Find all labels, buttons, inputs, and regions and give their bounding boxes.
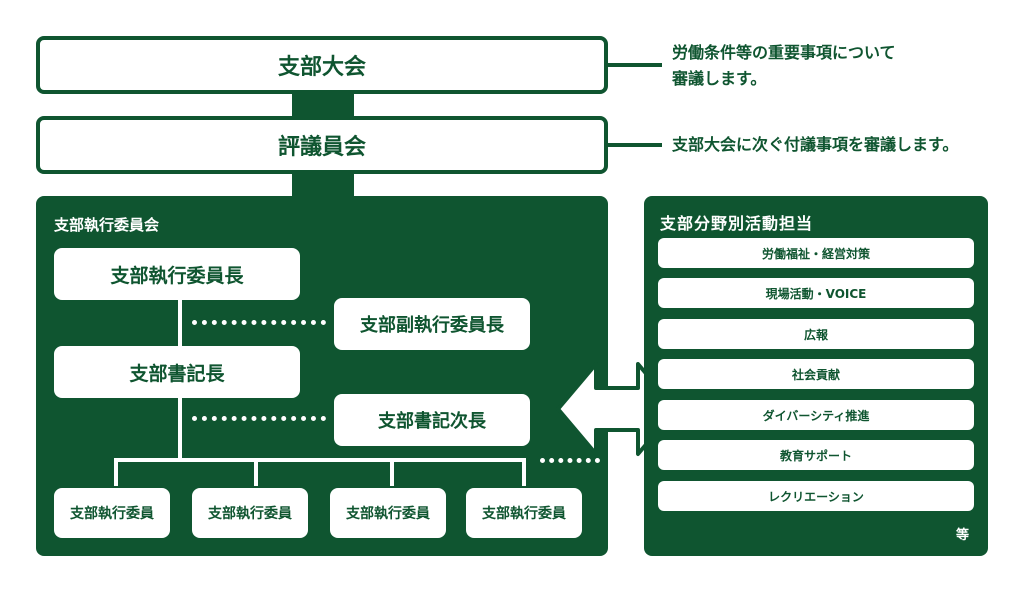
- activity-item-label: 社会貢献: [791, 367, 840, 382]
- member-drop-line-4: [522, 458, 526, 486]
- council-box: 評議員会: [36, 116, 608, 174]
- deputy-secretary-label: 支部書記次長: [378, 411, 486, 432]
- council-note-connector: [608, 143, 662, 147]
- branch-convention-note: 労働条件等の重要事項について 審議します。: [672, 40, 972, 92]
- member-label: 支部執行委員: [346, 506, 430, 522]
- members-bar-line: [114, 458, 526, 462]
- vice-chair-dotted-connector: [192, 320, 326, 325]
- member-box: 支部執行委員: [54, 488, 170, 538]
- member-box: 支部執行委員: [330, 488, 446, 538]
- activity-item: 広報: [658, 319, 974, 349]
- activity-item: 社会貢献: [658, 359, 974, 389]
- activities-dotted-connector: [540, 458, 600, 463]
- chair-label: 支部執行委員長: [110, 264, 244, 287]
- branch-convention-box: 支部大会: [36, 36, 608, 94]
- activity-item-label: 現場活動・VOICE: [765, 286, 867, 301]
- secretary-general-label: 支部書記長: [129, 362, 225, 385]
- convention-council-connector: [292, 94, 354, 116]
- member-drop-line-2: [254, 458, 258, 486]
- activity-item: 教育サポート: [658, 440, 974, 470]
- member-box: 支部執行委員: [192, 488, 308, 538]
- deputy-secretary-box: 支部書記次長: [334, 394, 530, 446]
- activity-item-label: 労働福祉・経営対策: [761, 246, 870, 261]
- branch-convention-label: 支部大会: [277, 55, 366, 80]
- executive-committee-title: 支部執行委員会: [54, 216, 160, 234]
- deputy-secretary-dotted-connector: [192, 416, 326, 421]
- vice-chair-label: 支部副執行委員長: [360, 315, 504, 336]
- member-label: 支部執行委員: [208, 506, 292, 522]
- activity-item-label: 広報: [803, 327, 828, 342]
- activity-item: 現場活動・VOICE: [658, 278, 974, 308]
- member-label: 支部執行委員: [482, 506, 566, 522]
- branch-convention-note-line2: 審議します。: [672, 69, 767, 88]
- activity-item: 労働福祉・経営対策: [658, 238, 974, 268]
- member-drop-line-1: [114, 458, 118, 486]
- activities-title: 支部分野別活動担当: [660, 214, 814, 233]
- activity-item: ダイバーシティ推進: [658, 400, 974, 430]
- branch-convention-note-line1: 労働条件等の重要事項について: [672, 43, 896, 62]
- activities-footer: 等: [956, 528, 970, 543]
- council-note: 支部大会に次ぐ付議事項を審議します。: [672, 135, 959, 154]
- council-label: 評議員会: [277, 135, 366, 160]
- executive-committee-panel: 支部執行委員会 支部執行委員長 支部副執行委員長 支部書記長 支部書記次長 支部…: [36, 196, 608, 556]
- member-label: 支部執行委員: [70, 506, 154, 522]
- convention-note-connector: [608, 63, 662, 67]
- council-committee-connector: [292, 174, 354, 198]
- activity-item-label: ダイバーシティ推進: [762, 408, 870, 423]
- member-drop-line-3: [390, 458, 394, 486]
- activity-item-label: 教育サポート: [779, 448, 852, 463]
- chair-box: 支部執行委員長: [54, 248, 300, 300]
- vice-chair-box: 支部副執行委員長: [334, 298, 530, 350]
- activity-item: レクリエーション: [658, 481, 974, 511]
- member-box: 支部執行委員: [466, 488, 582, 538]
- activity-item-label: レクリエーション: [768, 489, 864, 504]
- activities-panel: 支部分野別活動担当 労働福祉・経営対策 現場活動・VOICE 広報 社会貢献 ダ…: [644, 196, 988, 556]
- secretary-general-box: 支部書記長: [54, 346, 300, 398]
